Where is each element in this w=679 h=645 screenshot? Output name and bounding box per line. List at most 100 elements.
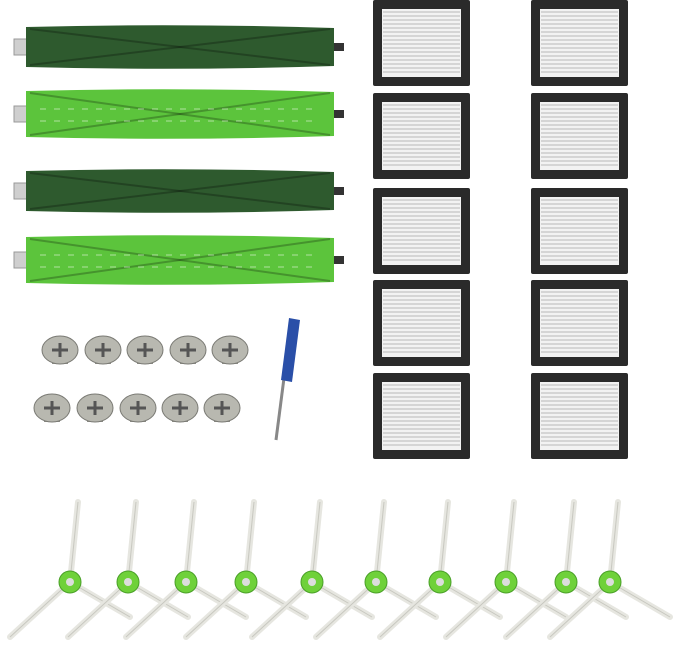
- brush-hub-center: [436, 578, 444, 586]
- brush-hub-center: [242, 578, 250, 586]
- hepa-filter: [531, 188, 628, 274]
- brush-arm-edge: [439, 501, 449, 583]
- brush-arm-edge: [505, 581, 567, 618]
- brush-arm-edge: [445, 581, 507, 638]
- screw: [33, 393, 71, 423]
- roller-body: [26, 89, 334, 139]
- roller-marks: [40, 254, 320, 268]
- screw-cross-slot: [180, 343, 196, 357]
- roller-end-cap: [13, 38, 29, 56]
- side-brush: [7, 499, 133, 640]
- roller-brushes: [13, 25, 344, 285]
- side-brush: [547, 499, 673, 640]
- brush-arm-edge: [245, 581, 307, 618]
- side-brush: [503, 499, 629, 640]
- filter-media: [540, 197, 619, 265]
- hepa-filter: [531, 373, 628, 459]
- brush-arm-edge: [375, 581, 437, 618]
- screw-cross-slot: [222, 343, 238, 357]
- side-brush: [443, 499, 569, 640]
- brush-arm-edge: [185, 581, 247, 618]
- roller-fin: [29, 189, 331, 210]
- screw-cross-slot: [137, 343, 153, 357]
- roller-brush-dark: [13, 169, 344, 213]
- side-brush: [183, 499, 309, 640]
- screw-cross-slot: [52, 343, 68, 357]
- screw: [211, 335, 249, 365]
- roller-fin: [29, 172, 331, 193]
- hepa-filter: [373, 93, 470, 179]
- screw: [119, 393, 157, 423]
- screws: [33, 335, 249, 423]
- brush-hub-center: [606, 578, 614, 586]
- brush-hub-center: [372, 578, 380, 586]
- brush-arm-edge: [375, 501, 385, 583]
- brush-arm-edge: [69, 501, 79, 583]
- brush-hub-center: [502, 578, 510, 586]
- hepa-filter: [531, 280, 628, 366]
- brush-arm-edge: [315, 581, 377, 638]
- screw: [76, 393, 114, 423]
- brush-arm-edge: [565, 581, 627, 618]
- filter-media: [382, 102, 461, 170]
- brush-arm-edge: [127, 501, 137, 583]
- roller-end-cap: [13, 182, 29, 200]
- hepa-filter: [373, 188, 470, 274]
- brush-arm-edge: [379, 581, 441, 638]
- screw-cross-slot: [214, 401, 230, 415]
- roller-axle: [330, 256, 344, 264]
- filter-media: [382, 9, 461, 77]
- brush-hub-center: [308, 578, 316, 586]
- screwdriver-shaft: [274, 377, 286, 441]
- roller-fin: [29, 238, 331, 262]
- screw-cross-slot: [172, 401, 188, 415]
- brush-arm-edge: [67, 581, 129, 638]
- filter-media: [382, 382, 461, 450]
- roller-axle: [330, 43, 344, 51]
- roller-brush-dark: [13, 25, 344, 69]
- brush-arm-edge: [69, 581, 131, 618]
- brush-arm-edge: [609, 501, 619, 583]
- brush-hub-center: [562, 578, 570, 586]
- screw: [203, 393, 241, 423]
- brush-arm-edge: [311, 501, 321, 583]
- brush-hub-center: [124, 578, 132, 586]
- filter-media: [540, 382, 619, 450]
- screw-cross-slot: [130, 401, 146, 415]
- hepa-filter: [531, 0, 628, 86]
- roller-fin: [29, 112, 331, 136]
- hepa-filter: [373, 373, 470, 459]
- brush-arm-edge: [439, 581, 501, 618]
- roller-brush-light: [13, 89, 344, 139]
- roller-fin: [29, 45, 331, 66]
- hepa-filter: [531, 93, 628, 179]
- screw-cross-slot: [44, 401, 60, 415]
- brush-arm-edge: [185, 501, 195, 583]
- filter-media: [382, 197, 461, 265]
- screw: [84, 335, 122, 365]
- brush-arm-edge: [251, 581, 313, 638]
- roller-fin: [29, 28, 331, 49]
- screw-cross-slot: [87, 401, 103, 415]
- filter-media: [540, 9, 619, 77]
- screw: [126, 335, 164, 365]
- brush-arm-edge: [311, 581, 373, 618]
- screw: [161, 393, 199, 423]
- roller-body: [26, 25, 334, 69]
- brush-arm-edge: [505, 501, 515, 583]
- roller-fin: [29, 258, 331, 282]
- roller-brush-light: [13, 235, 344, 285]
- filter-media: [382, 289, 461, 357]
- brush-arm-edge: [245, 501, 255, 583]
- brush-arm-edge: [565, 501, 575, 583]
- filter-media: [540, 102, 619, 170]
- roller-axle: [330, 187, 344, 195]
- brush-arm-edge: [9, 581, 71, 638]
- side-brush: [65, 499, 191, 640]
- roller-end-cap: [13, 105, 29, 123]
- roller-body: [26, 235, 334, 285]
- brush-arm-edge: [125, 581, 187, 638]
- brush-arm-edge: [185, 581, 247, 638]
- brush-arm-edge: [549, 581, 611, 638]
